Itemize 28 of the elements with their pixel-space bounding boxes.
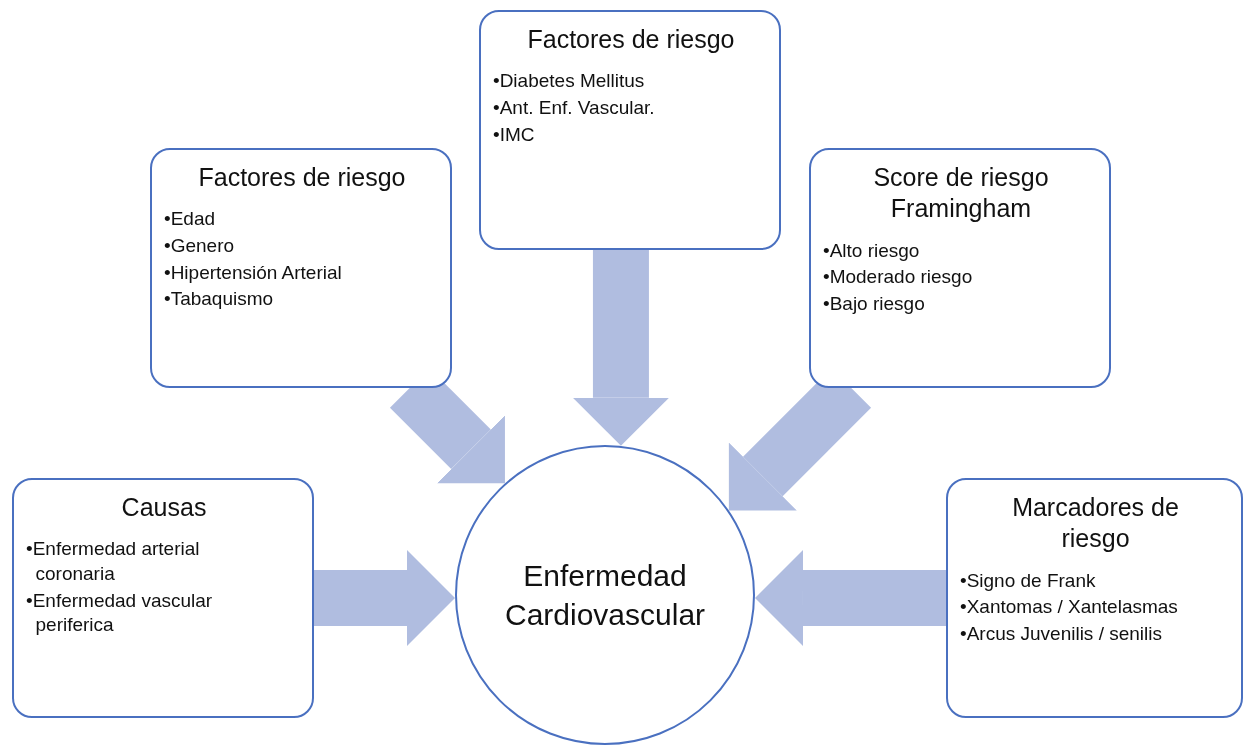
bullet-item: •Alto riesgo	[823, 238, 921, 263]
bullet-item: •Signo de Frank	[960, 568, 1097, 593]
bullet-item: •Diabetes Mellitus	[493, 69, 646, 94]
topic-box	[479, 10, 781, 250]
bullet-item: •Enfermedad vascular periferica	[26, 588, 214, 638]
bullet-item: •Edad	[164, 207, 217, 232]
bullet-item: •Tabaquismo	[164, 287, 275, 312]
box-heading: Causas	[120, 492, 208, 523]
bullet-item: •Bajo riesgo	[823, 291, 926, 316]
box-heading: Marcadores de riesgo	[1011, 492, 1180, 555]
box-heading: Factores de riesgo	[526, 24, 736, 55]
topic-box	[809, 148, 1111, 388]
block-arrow	[314, 550, 456, 646]
bullet-item: •Ant. Enf. Vascular.	[493, 95, 656, 120]
bullet-item: •Genero	[164, 233, 236, 258]
bullet-item: •Arcus Juvenilis / senilis	[960, 621, 1163, 646]
bullet-item: •Moderado riesgo	[823, 265, 974, 290]
box-heading: Factores de riesgo	[197, 162, 407, 193]
topic-box	[150, 148, 452, 388]
topic-box	[946, 478, 1243, 718]
bullet-item: •Enfermedad arterial coronaria	[26, 537, 201, 586]
bullet-item: •Hipertensión Arterial	[164, 260, 343, 285]
bullet-item: •Xantomas / Xantelasmas	[960, 595, 1179, 620]
bullet-item: •IMC	[493, 122, 536, 147]
box-heading: Score de riesgo Framingham	[872, 162, 1050, 225]
center-title: Enfermedad Cardiovascular	[505, 558, 705, 633]
topic-box	[12, 478, 314, 718]
block-arrow	[572, 250, 669, 446]
